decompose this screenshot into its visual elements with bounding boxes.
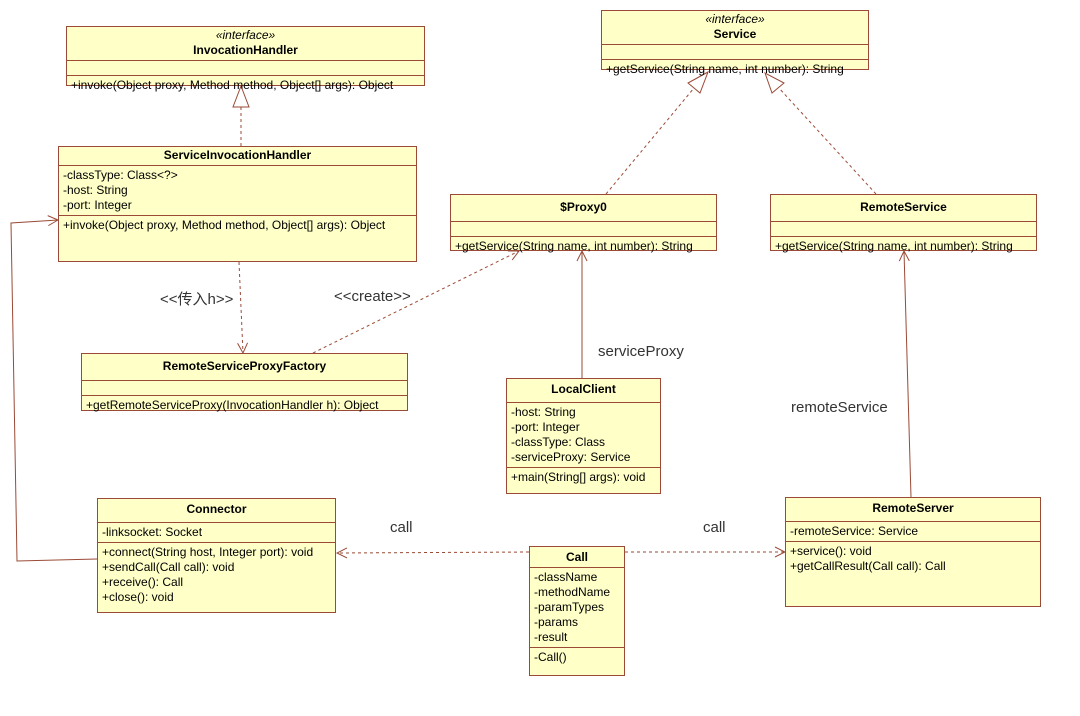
methods-section: +connect(String host, Integer port): voi… — [98, 542, 335, 607]
attributes-section — [451, 221, 716, 236]
class-name: RemoteService — [860, 200, 947, 214]
method-row: +getService(String name, int number): St… — [775, 239, 1013, 253]
class-header: Call — [530, 547, 624, 567]
class-name: Service — [713, 27, 757, 41]
class-header: $Proxy0 — [451, 195, 716, 221]
association-remote-service — [904, 251, 912, 498]
attributes-section — [67, 60, 424, 75]
attributes-section: -remoteService: Service — [786, 521, 1040, 541]
attributes-section: -className-methodName-paramTypes-params-… — [530, 567, 624, 647]
method-row: +getService(String name, int number): St… — [455, 239, 693, 253]
class-invocation-handler[interactable]: «interface» InvocationHandler +invoke(Ob… — [66, 26, 425, 92]
class-name: Connector — [186, 502, 247, 516]
class-name: Call — [565, 550, 588, 564]
association-connector-handler — [10, 220, 98, 562]
dependency-pass-h — [239, 261, 243, 353]
class-remote-server[interactable]: RemoteServer -remoteService: Service +se… — [785, 497, 1041, 607]
attribute-row: -serviceProxy: Service — [511, 450, 631, 464]
attributes-section — [771, 221, 1036, 236]
attributes-section — [82, 380, 407, 395]
attribute-row: -methodName — [534, 585, 611, 599]
attribute-row: -port: Integer — [511, 420, 580, 434]
attribute-row: -classType: Class<?> — [63, 168, 178, 182]
method-row: +invoke(Object proxy, Method method, Obj… — [63, 218, 386, 232]
class-remote-service-proxy-factory[interactable]: RemoteServiceProxyFactory +getRemoteServ… — [81, 353, 408, 412]
label-service-proxy: serviceProxy — [598, 343, 684, 360]
dependency-call-left — [337, 552, 530, 553]
label-pass-h: <<传入h>> — [160, 291, 234, 308]
methods-section: +getRemoteServiceProxy(InvocationHandler… — [82, 395, 407, 415]
attribute-row: -classType: Class — [511, 435, 606, 449]
method-row: +getService(String name, int number): St… — [606, 62, 844, 76]
class-local-client[interactable]: LocalClient -host: String-port: Integer-… — [506, 378, 661, 494]
class-header: RemoteServiceProxyFactory — [82, 354, 407, 380]
label-call-right: call — [703, 519, 726, 536]
dependency-create — [312, 251, 519, 354]
method-row: +getCallResult(Call call): Call — [790, 559, 946, 573]
class-service-invocation-handler[interactable]: ServiceInvocationHandler -classType: Cla… — [58, 146, 417, 262]
class-header: «interface» InvocationHandler — [67, 27, 424, 60]
class-proxy0[interactable]: $Proxy0 +getService(String name, int num… — [450, 194, 717, 253]
methods-section: +getService(String name, int number): St… — [771, 236, 1036, 256]
method-row: +close(): void — [102, 590, 174, 604]
method-row: +receive(): Call — [102, 575, 184, 589]
attribute-row: -linksocket: Socket — [102, 525, 203, 539]
class-name: $Proxy0 — [560, 200, 607, 214]
class-header: RemoteServer — [786, 498, 1040, 521]
class-name: InvocationHandler — [193, 43, 298, 57]
method-row: +connect(String host, Integer port): voi… — [102, 545, 314, 559]
method-row: -Call() — [534, 650, 567, 664]
method-row: +sendCall(Call call): void — [102, 560, 235, 574]
class-header: Connector — [98, 499, 335, 522]
stereotype-label: «interface» — [215, 28, 276, 42]
method-row: +invoke(Object proxy, Method method, Obj… — [71, 78, 394, 92]
class-header: «interface» Service — [602, 11, 868, 44]
attribute-row: -port: Integer — [63, 198, 132, 212]
class-name: ServiceInvocationHandler — [163, 148, 312, 162]
label-create: <<create>> — [334, 288, 411, 305]
class-header: RemoteService — [771, 195, 1036, 221]
realization-remote-line — [777, 86, 877, 195]
realization-remote-arrowhead — [764, 71, 785, 94]
method-row: +service(): void — [790, 544, 872, 558]
class-name: RemoteServiceProxyFactory — [162, 359, 327, 373]
class-remote-service[interactable]: RemoteService +getService(String name, i… — [770, 194, 1037, 253]
attribute-row: -className — [534, 570, 598, 584]
class-connector[interactable]: Connector -linksocket: Socket +connect(S… — [97, 498, 336, 613]
method-row: +getRemoteServiceProxy(InvocationHandler… — [86, 398, 379, 412]
attributes-section: -host: String-port: Integer-classType: C… — [507, 402, 660, 467]
methods-section: +getService(String name, int number): St… — [451, 236, 716, 256]
method-row: +main(String[] args): void — [511, 470, 646, 484]
attributes-section — [602, 44, 868, 59]
methods-section: +invoke(Object proxy, Method method, Obj… — [67, 75, 424, 95]
class-header: LocalClient — [507, 379, 660, 402]
attributes-section: -linksocket: Socket — [98, 522, 335, 542]
methods-section: +service(): void+getCallResult(Call call… — [786, 541, 1040, 576]
class-call[interactable]: Call -className-methodName-paramTypes-pa… — [529, 546, 625, 676]
methods-section: -Call() — [530, 647, 624, 667]
class-service[interactable]: «interface» Service +getService(String n… — [601, 10, 869, 76]
attribute-row: -result — [534, 630, 568, 644]
attribute-row: -host: String — [63, 183, 128, 197]
label-call-left: call — [390, 519, 413, 536]
label-remote-service: remoteService — [791, 399, 888, 416]
methods-section: +main(String[] args): void — [507, 467, 660, 487]
class-name: LocalClient — [551, 382, 616, 396]
methods-section: +invoke(Object proxy, Method method, Obj… — [59, 215, 416, 235]
attribute-row: -paramTypes — [534, 600, 605, 614]
stereotype-label: «interface» — [705, 12, 765, 26]
realization-handler-arrowhead — [232, 84, 250, 108]
class-name: RemoteServer — [872, 501, 954, 515]
attribute-row: -params — [534, 615, 579, 629]
class-header: ServiceInvocationHandler — [59, 147, 416, 165]
attribute-row: -remoteService: Service — [790, 524, 919, 538]
realization-proxy-line — [605, 87, 695, 195]
attribute-row: -host: String — [511, 405, 576, 419]
realization-proxy-arrowhead — [687, 70, 709, 94]
attributes-section: -classType: Class<?>-host: String-port: … — [59, 165, 416, 215]
methods-section: +getService(String name, int number): St… — [602, 59, 868, 79]
